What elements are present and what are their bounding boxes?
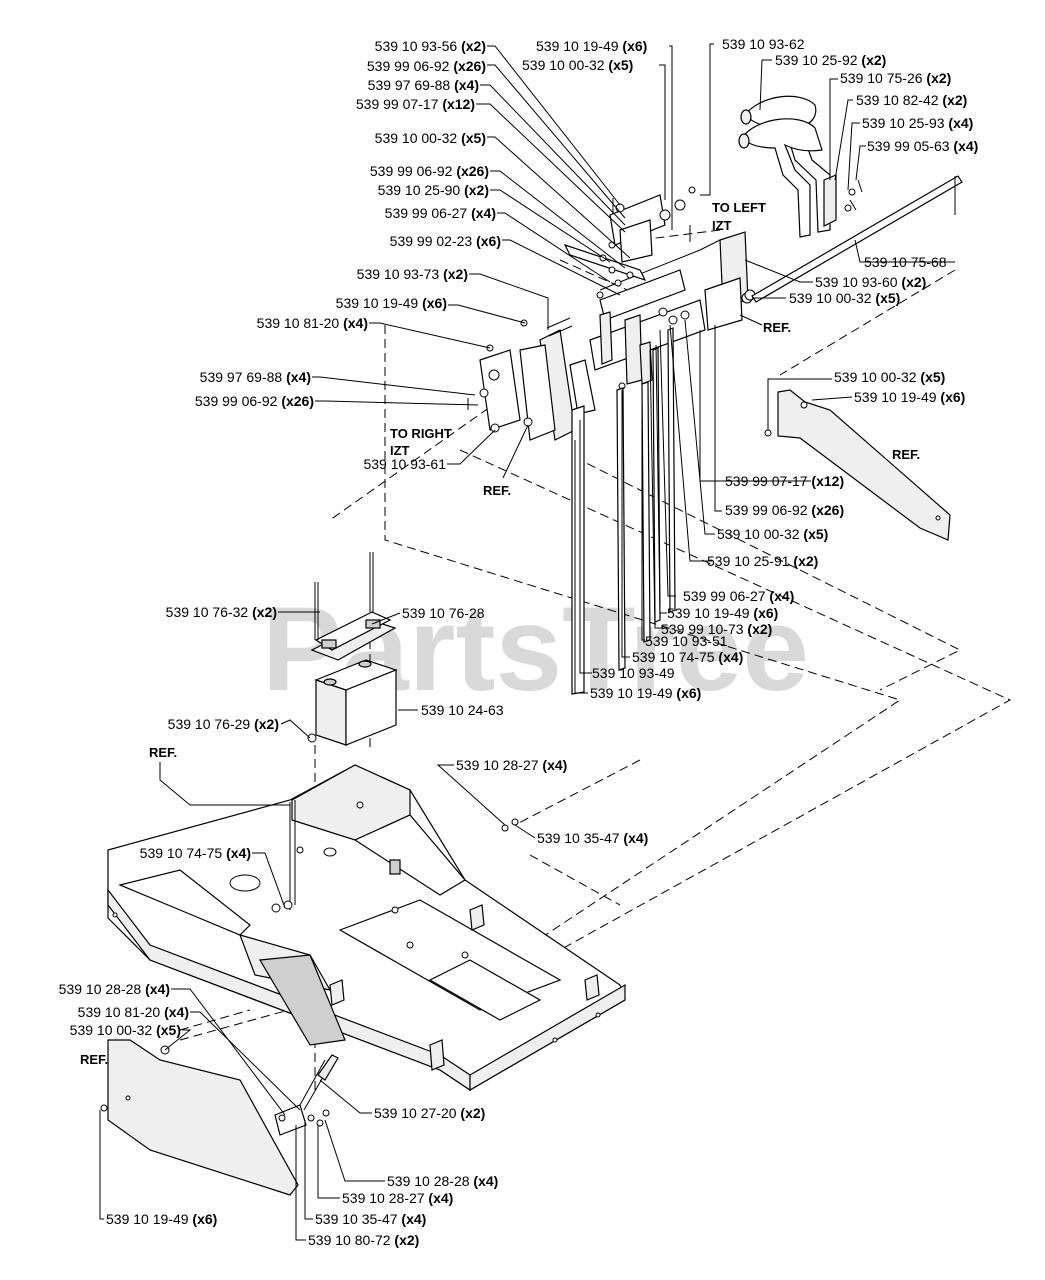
steering-levers [738, 95, 963, 303]
part-label: 539 10 28-28 (x4) [387, 1173, 498, 1189]
ref-note: REF. [80, 1052, 108, 1067]
ref-note: REF. [763, 320, 791, 335]
part-label: 539 10 76-28 [402, 605, 485, 621]
part-label: 539 10 75-68 [864, 254, 947, 270]
part-label: 539 10 19-49 (x6) [336, 295, 447, 311]
part-label: 539 10 93-51 [645, 633, 728, 649]
part-label: 539 10 82-42 (x2) [856, 92, 967, 108]
main-frame [107, 764, 626, 1092]
part-label: 539 10 81-20 (x4) [78, 1004, 189, 1020]
part-label: 539 10 00-32 (x5) [717, 526, 828, 542]
part-label: 539 10 35-47 (x4) [537, 830, 648, 846]
part-label: 539 10 25-92 (x2) [775, 52, 886, 68]
ref-leaders [159, 314, 763, 806]
part-label: 539 10 19-49 (x6) [590, 685, 701, 701]
part-label: 539 10 74-75 (x4) [632, 649, 743, 665]
part-label: 539 10 24-63 [421, 702, 504, 718]
part-label: 539 99 02-23 (x6) [390, 233, 501, 249]
part-label: 539 99 10-73 (x2) [661, 621, 772, 637]
part-label: 539 10 76-29 (x2) [168, 716, 279, 732]
part-label: 539 10 75-26 (x2) [840, 70, 951, 86]
part-label: 539 10 93-62 [722, 36, 805, 52]
part-label: 539 10 93-73 (x2) [357, 266, 468, 282]
part-label: 539 99 06-92 (x26) [195, 393, 314, 409]
part-label: 539 10 00-32 (x5) [70, 1022, 181, 1038]
part-label: 539 10 93-60 (x2) [815, 274, 926, 290]
battery-assembly [307, 552, 398, 746]
part-label: 539 99 06-92 (x26) [370, 163, 489, 179]
ref-note: REF. [149, 745, 177, 760]
part-label: 539 10 00-32 (x5) [789, 290, 900, 306]
part-label: 539 10 93-56 (x2) [375, 38, 486, 54]
ref-note: REF. [892, 447, 920, 462]
part-label: 539 99 06-27 (x4) [683, 588, 794, 604]
part-label: 539 10 00-32 (x5) [375, 130, 486, 146]
part-label: 539 10 76-32 (x2) [166, 604, 277, 620]
part-label: 539 10 19-49 (x6) [854, 389, 965, 405]
part-label: 539 10 19-49 (x6) [106, 1211, 217, 1227]
part-label: 539 10 81-20 (x4) [257, 315, 368, 331]
part-label: 539 99 07-17 (x12) [725, 473, 844, 489]
part-label: 539 10 93-61 [363, 456, 446, 472]
part-label: 539 99 07-17 (x12) [356, 96, 475, 112]
part-label: 539 10 28-27 (x4) [342, 1190, 453, 1206]
part-label: 539 10 80-72 (x2) [308, 1232, 419, 1248]
part-label: 539 10 19-49 (x6) [667, 605, 778, 621]
left-side-panel [100, 1039, 339, 1196]
part-labels: 539 10 93-56 (x2) 539 99 06-92 (x26) 539… [59, 36, 979, 1248]
part-label: 539 99 06-92 (x26) [367, 58, 486, 74]
part-label: 539 10 00-32 (x5) [522, 57, 633, 73]
part-label: 539 99 05-63 (x4) [867, 138, 978, 154]
right-side-panel [764, 389, 951, 541]
part-label: 539 10 27-20 (x2) [374, 1105, 485, 1121]
leader-lines [99, 43, 955, 1241]
part-label: 539 10 25-93 (x4) [862, 115, 973, 131]
part-label: 539 99 06-27 (x4) [385, 205, 496, 221]
part-label: 539 10 25-91 (x2) [707, 553, 818, 569]
part-label: 539 10 74-75 (x4) [140, 845, 251, 861]
part-label: 539 10 28-28 (x4) [59, 981, 170, 997]
ref-note: REF. [483, 483, 511, 498]
part-label: 539 10 25-90 (x2) [378, 182, 489, 198]
part-label: 539 10 28-27 (x4) [456, 757, 567, 773]
control-bracket-assembly [467, 186, 756, 441]
part-label: 539 97 69-88 (x4) [368, 77, 479, 93]
part-label: 539 97 69-88 (x4) [200, 369, 311, 385]
part-label: 539 10 93-49 [592, 665, 675, 681]
part-label: 539 99 06-92 (x26) [725, 502, 844, 518]
part-label: 539 10 00-32 (x5) [834, 369, 945, 385]
part-label: 539 10 19-49 (x6) [536, 38, 647, 54]
part-label: 539 10 35-47 (x4) [315, 1211, 426, 1227]
